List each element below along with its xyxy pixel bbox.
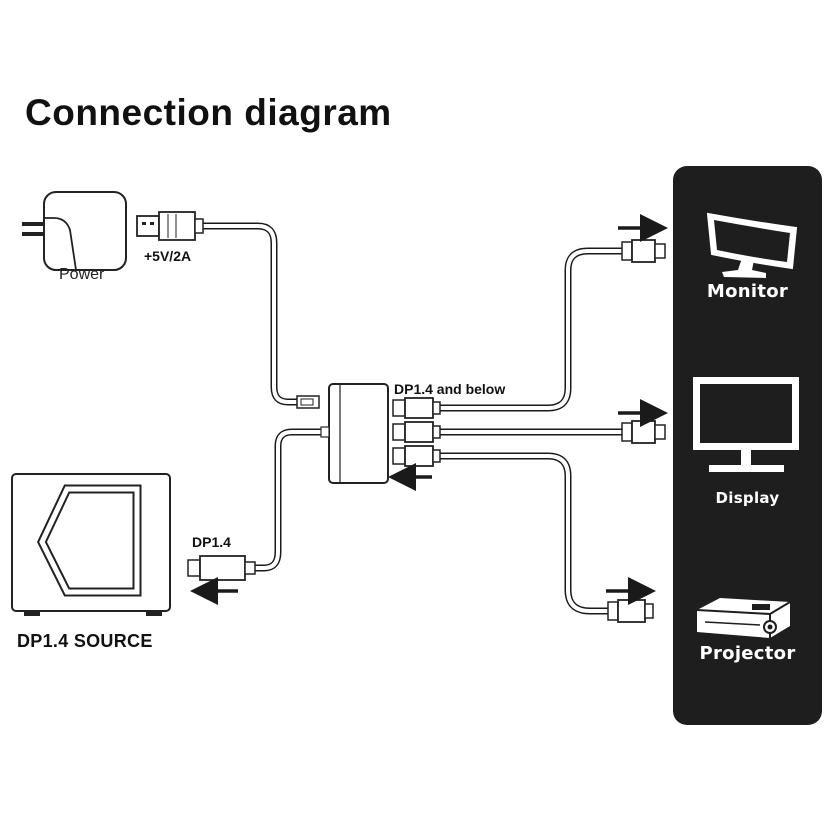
display-dp-connector-icon (621, 420, 666, 444)
usb-connector-icon (136, 211, 204, 241)
display-label: Display (715, 489, 780, 507)
cables (199, 222, 626, 615)
dp-connector-icon (392, 397, 441, 419)
micro-usb-connector-icon (296, 395, 320, 409)
hub-outputs-label: DP1.4 and below (394, 381, 506, 397)
source-cable (251, 428, 326, 572)
projector-icon (696, 598, 791, 638)
dp-connector-icon (392, 445, 441, 467)
monitor-label: Monitor (706, 281, 789, 302)
projector-label: Projector (699, 643, 796, 664)
power-adapter-icon (22, 191, 127, 271)
projector-dp-connector-icon (607, 599, 654, 623)
power-label: Power (59, 266, 105, 283)
monitor-icon (706, 212, 798, 278)
source-cable-label: DP1.4 (192, 534, 231, 550)
projector-cable (436, 452, 612, 615)
monitor-cable (436, 247, 626, 412)
mst-hub-icon (320, 383, 389, 484)
source-device-label: DP1.4 SOURCE (17, 631, 153, 651)
hub-output-connectors (392, 397, 441, 467)
display-icon (693, 377, 799, 472)
source-dp-connector-icon (187, 555, 256, 581)
power-spec-label: +5V/2A (144, 248, 192, 264)
dp-connector-icon (392, 421, 441, 443)
diagram-title: Connection diagram (25, 92, 392, 133)
monitor-dp-connector-icon (621, 239, 666, 263)
dp-source-device-icon (11, 473, 171, 616)
power-cable (199, 222, 301, 406)
